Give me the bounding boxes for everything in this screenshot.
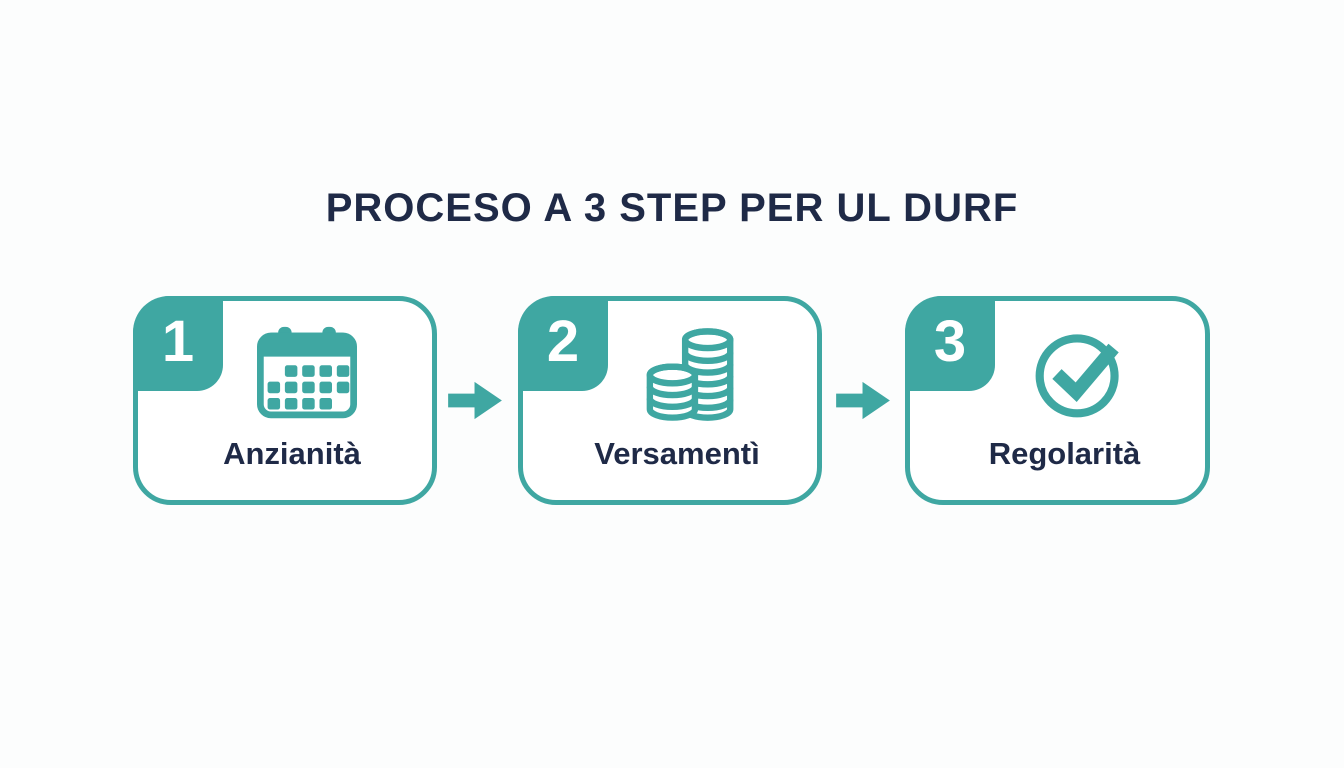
step-number-badge: 2 xyxy=(518,296,608,391)
step-card-3: 3 Regolarità xyxy=(905,296,1210,505)
coins-icon xyxy=(523,325,817,425)
step-card-2: 2 Versamentì xyxy=(518,296,822,505)
check-circle-icon xyxy=(910,325,1205,421)
step-label: Anzianità xyxy=(223,436,361,471)
page-title: PROCESO A 3 STEP PER UL DURF xyxy=(325,186,1019,230)
step-number: 1 xyxy=(161,308,195,374)
step-card-1: 1 Anzianità xyxy=(133,296,437,505)
step-label: Regolarità xyxy=(988,436,1141,471)
calendar-icon xyxy=(138,325,432,421)
step-number-badge: 1 xyxy=(133,296,223,391)
step-number-badge: 3 xyxy=(905,296,995,391)
step-label: Versamentì xyxy=(594,436,760,471)
step-number: 3 xyxy=(933,308,967,374)
step-number: 2 xyxy=(546,308,580,374)
arrow-right-icon xyxy=(448,379,503,422)
arrow-right-icon xyxy=(836,379,891,422)
